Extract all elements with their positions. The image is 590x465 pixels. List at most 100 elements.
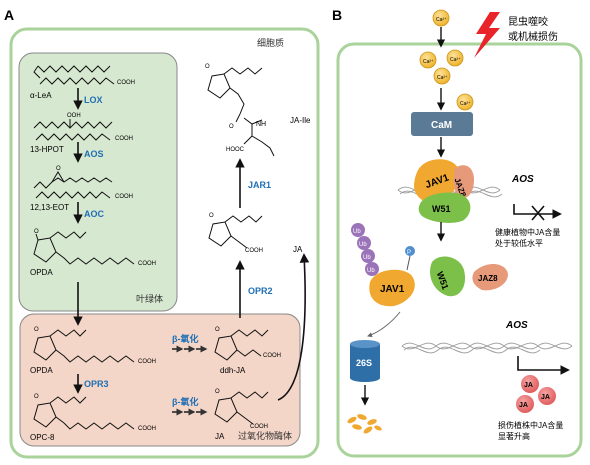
jaile-hooc: HOOC: [226, 147, 245, 153]
stimulus-line-1: 昆虫噬咬: [508, 15, 548, 28]
enzyme-aoc: AOC: [84, 209, 105, 219]
hpot-ooh: OOH: [67, 113, 81, 119]
ja-px-cooh: COOH: [250, 424, 268, 430]
opda-chl-cooh: COOH: [138, 261, 156, 267]
calcium-ion-label: Ca²⁺: [450, 57, 461, 63]
calcium-ion-label: Ca²⁺: [437, 75, 448, 81]
jaile-o: O: [205, 64, 210, 70]
hpot-cooh: COOH: [115, 136, 133, 142]
eot-structure: [33, 171, 113, 199]
opc8-cooh: COOH: [138, 426, 156, 432]
opc8-o: O: [34, 394, 39, 400]
ubiquitin: [361, 249, 375, 263]
calcium-entry: Ca²⁺ Ca²⁺ Ca²⁺ Ca²⁺ Ca²⁺: [419, 9, 474, 111]
calcium-ion: [446, 49, 464, 67]
enzyme-beta-ox-1: β-氧化: [172, 333, 199, 344]
chloroplast: [18, 52, 178, 312]
hpot-structure: [33, 119, 113, 141]
damaged-note-1: 损伤植株中JA含量: [498, 420, 563, 430]
arrow-to-proteasome: [367, 311, 401, 338]
enzyme-opr2: OPR2: [248, 286, 273, 296]
peroxisome-label: 过氧化物酶体: [238, 430, 292, 441]
calcium-ion: [456, 93, 474, 111]
promoter-active: [517, 356, 570, 375]
hpot-label: 13-HPOT: [30, 145, 64, 154]
ub-label: Ub: [353, 229, 361, 235]
opda-chl-label: OPDA: [30, 268, 53, 277]
calmodulin-label: CaM: [431, 120, 452, 131]
ddhja-structure: [214, 329, 269, 361]
alpha-lea-cooh: COOH: [117, 80, 135, 86]
cytoplasm-label: 细胞质: [257, 37, 284, 48]
jaz8-protein: [453, 165, 474, 199]
ub-label: Ub: [363, 255, 371, 261]
ddhja-label: ddh-JA: [220, 366, 246, 375]
peptide-fragments: [347, 414, 382, 434]
w51-label: W51: [432, 204, 451, 214]
ubiquitin: [357, 236, 371, 250]
w51-protein-free: [429, 256, 466, 297]
jav1-protein-free: [369, 269, 415, 307]
ja-ball: [521, 375, 539, 393]
proteasome-label: 26S: [356, 358, 372, 368]
phosphate-label: P: [407, 250, 411, 256]
jaz8-free-label: JAZ8: [478, 274, 498, 283]
ja-ball: [516, 395, 534, 413]
ja-px-o: O: [215, 389, 220, 395]
ubiquitin: [351, 223, 365, 237]
panel-a-letter: A: [4, 7, 14, 23]
damaged-note-2: 显著升高: [498, 431, 530, 441]
cell-outline-a: [9, 27, 320, 459]
jaz8-protein-free: [472, 263, 508, 291]
calmodulin-box: [411, 112, 473, 136]
jaile-nh: NH: [256, 121, 266, 128]
calcium-ion: [433, 67, 451, 85]
opda-px-o: O: [34, 327, 39, 333]
opda-chloroplast-structure: [33, 231, 135, 265]
enzyme-opr3: OPR3: [84, 379, 109, 389]
eot-o: O: [56, 166, 61, 172]
proteasome-26s: [350, 340, 380, 382]
dna-helix-2: [401, 342, 573, 354]
opda-px-cooh: COOH: [138, 359, 156, 365]
opda-peroxisome-structure: [33, 329, 135, 363]
promoter-blocked: [513, 204, 562, 221]
panel-b-letter: B: [332, 7, 342, 23]
ubiquitin: [365, 262, 379, 276]
stimulus-line-2: 或机械损伤: [508, 30, 558, 43]
phospho-link: [406, 255, 411, 271]
calcium-ion: [419, 51, 437, 69]
alpha-lea-structure: [33, 65, 115, 85]
ja-cytoplasm-structure: [208, 215, 263, 249]
opc8-structure: [33, 396, 135, 430]
arrow-ja-export: [277, 253, 310, 401]
jaile-o2: O: [229, 124, 234, 130]
gene-aos-2: AOS: [505, 320, 528, 331]
calcium-ion: [432, 9, 450, 27]
ja-molecules: JA JA JA: [516, 375, 556, 413]
peroxisome: [19, 313, 301, 447]
eot-cooh: COOH: [115, 194, 133, 200]
gene-aos-1: AOS: [511, 174, 534, 185]
healthy-note-1: 健康植物中JA含量: [495, 227, 560, 237]
w51-protein: [418, 192, 471, 223]
opc8-label: OPC-8: [30, 433, 55, 442]
enzyme-beta-ox-2: β-氧化: [172, 396, 199, 407]
ja-ball-label: JA: [541, 394, 550, 401]
ja-peroxisome-structure: [214, 391, 269, 425]
lightning-icon: [474, 12, 500, 58]
enzyme-aos: AOS: [84, 149, 104, 159]
ubiquitin-chain: Ub Ub Ub Ub: [351, 223, 379, 276]
ddhja-cooh: COOH: [263, 353, 281, 359]
ja-ball: [538, 387, 556, 405]
chloroplast-label: 叶绿体: [136, 293, 163, 304]
ddhja-o: O: [215, 327, 220, 333]
ja-cyto-label: JA: [293, 245, 303, 254]
jav1-free-label: JAV1: [380, 284, 405, 295]
ja-cyto-o: O: [209, 213, 214, 219]
calcium-ion-label: Ca²⁺: [423, 59, 434, 65]
healthy-note-2: 处于较低水平: [495, 238, 543, 248]
alpha-lea-label: α-LeA: [30, 91, 52, 100]
ja-cyto-cooh: COOH: [245, 248, 263, 254]
